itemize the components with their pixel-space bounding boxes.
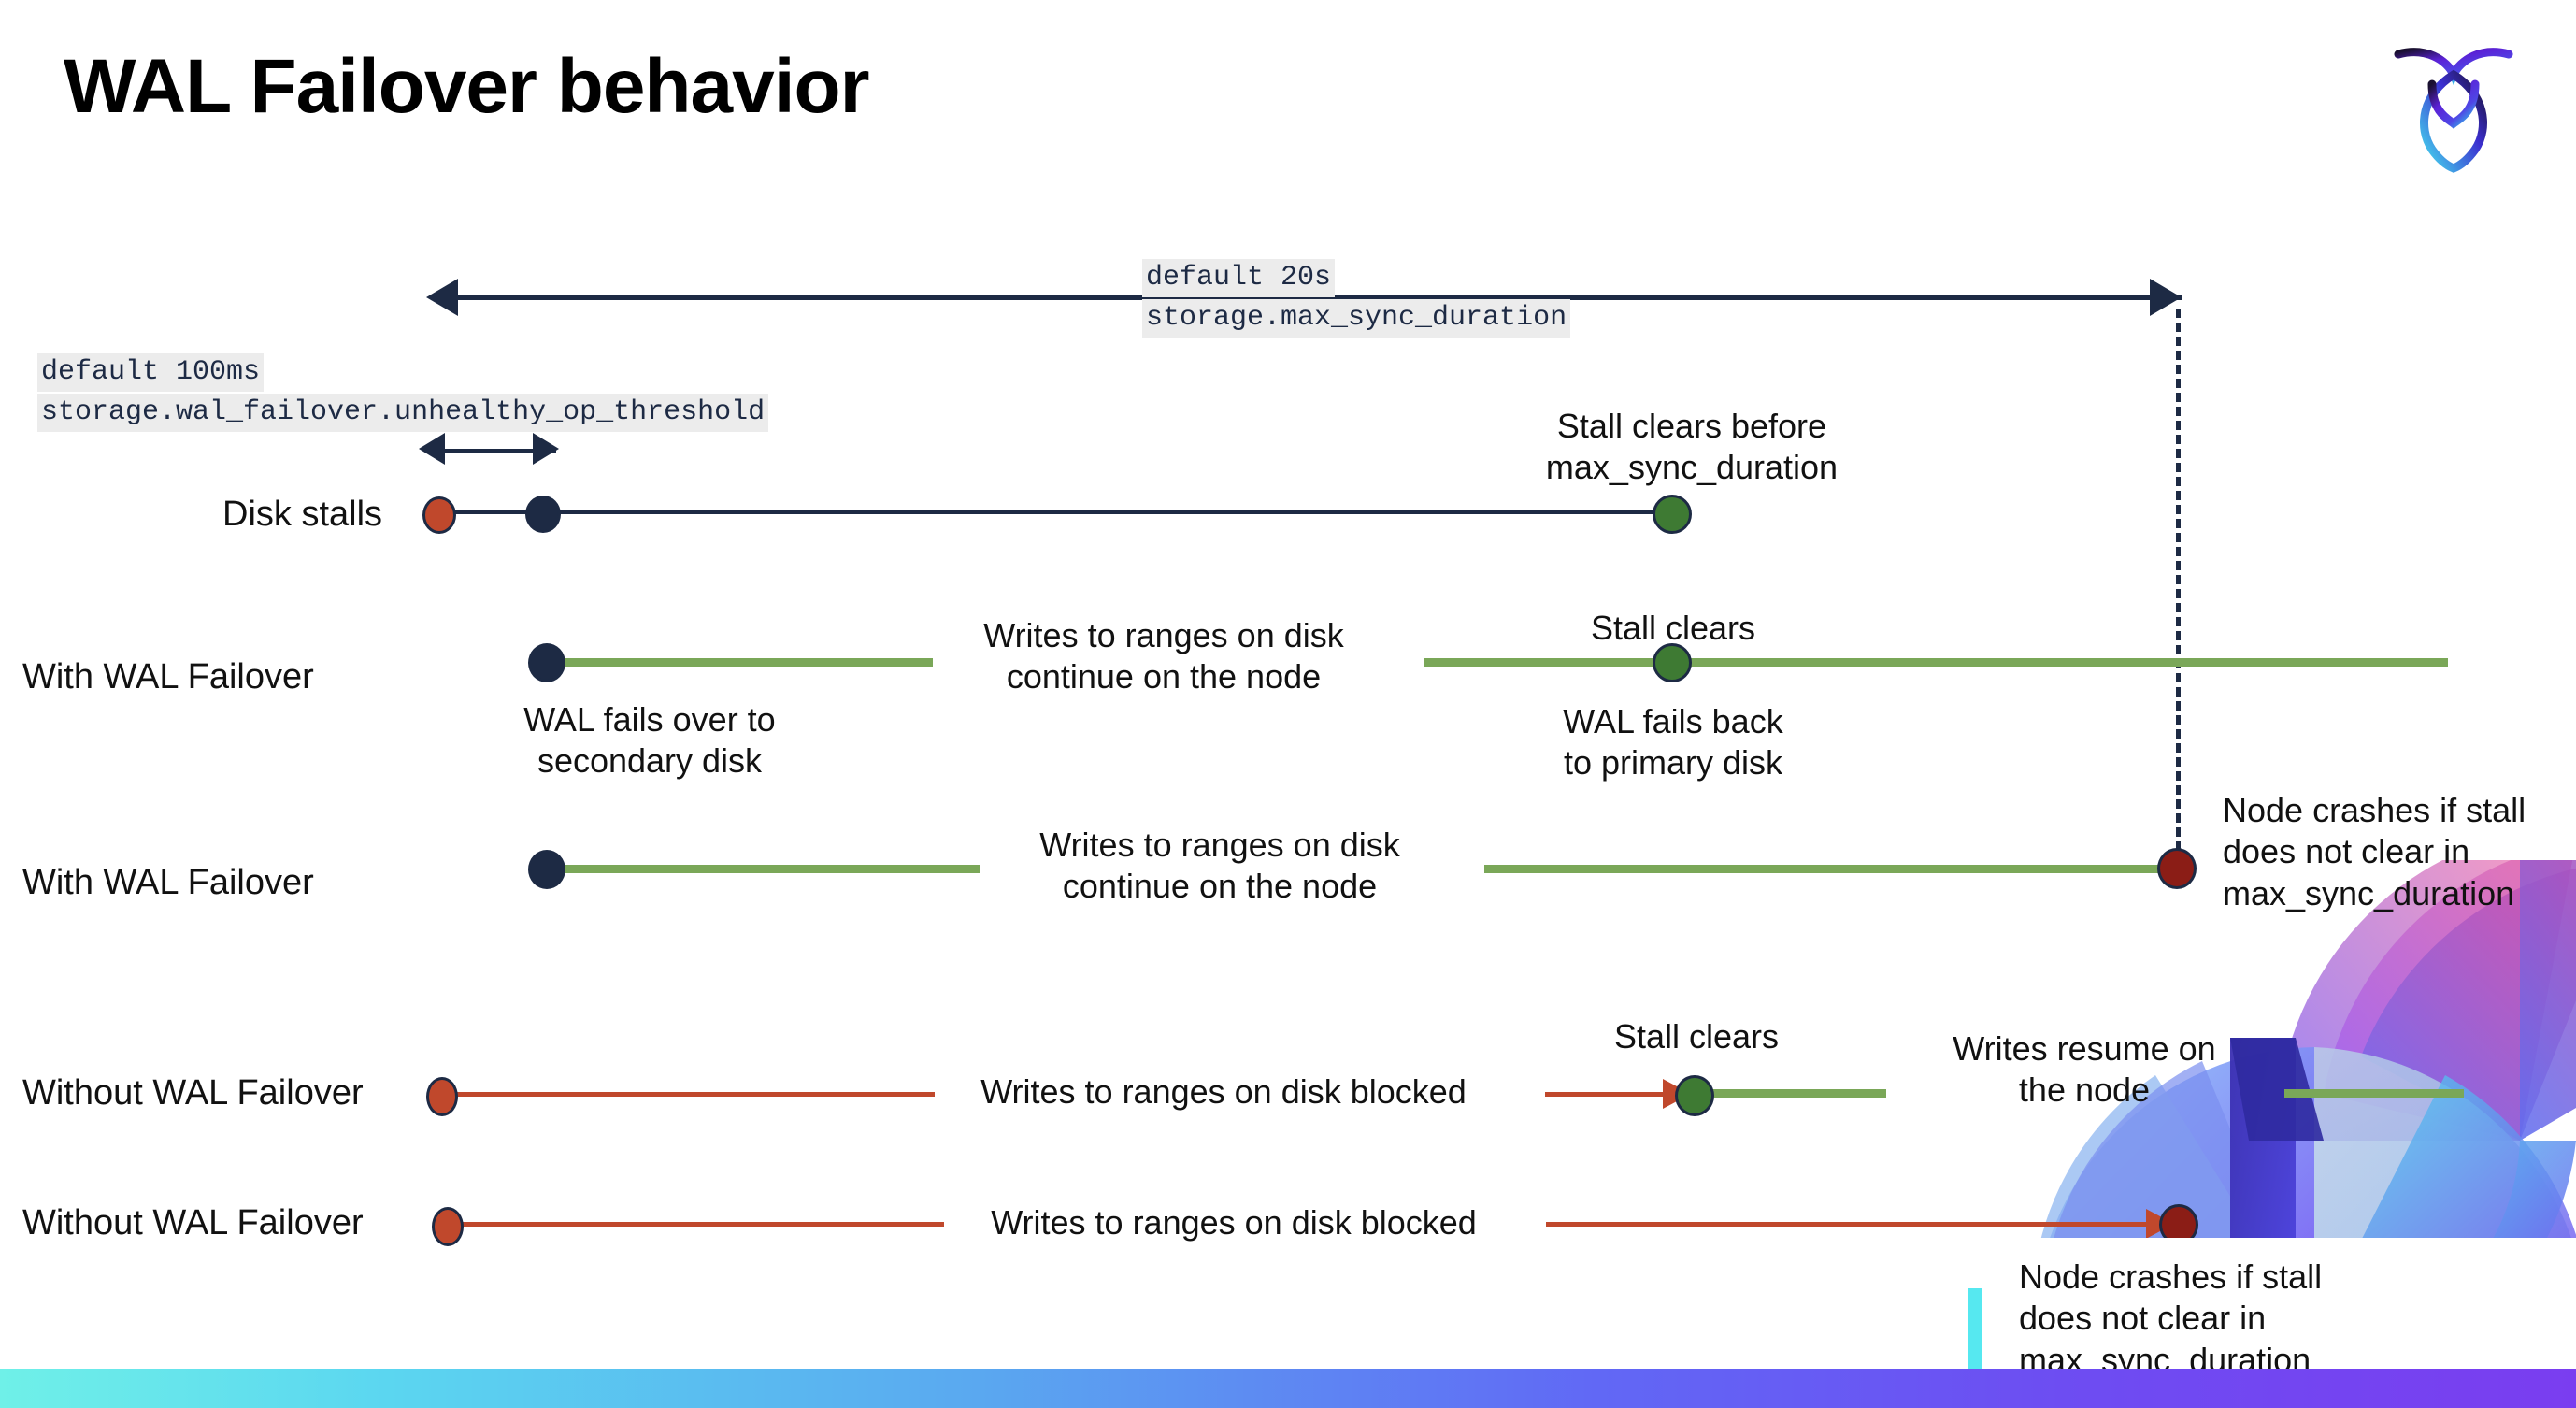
annotation-stall-clears-2: Stall clears [1613,1017,1780,1056]
cockroachdb-logo-icon [2374,26,2533,176]
max-sync-duration-span-line [458,295,2182,300]
without-wal-failover-resume-line-2 [2284,1089,2464,1098]
annotation-writes-blocked-1: Writes to ranges on disk blocked [980,1072,1467,1111]
without-wal-failover-blocked-line-2 [1545,1092,1665,1097]
unhealthy-op-span-line [439,449,556,453]
annotation-writes-continue-2: Writes to ranges on disk continue on the… [1039,826,1400,906]
with-wal-failover-line-segment-1 [559,658,933,667]
without-wal-failover-crash-start-dot [432,1207,464,1246]
unhealthy-op-default-label: default 100ms [37,353,265,392]
with-wal-failover-crash-dot [2157,848,2197,889]
max-sync-setting-name: storage.max_sync_duration [1142,299,1571,338]
disk-stalls-line [437,510,1673,514]
with-wal-failover-clear-dot [1653,643,1692,682]
annotation-node-crashes-2: Node crashes if stall does not clear in … [2019,1257,2323,1379]
with-wal-failover-crash-line-segment-2 [1484,865,2178,873]
annotation-wal-fails-back: WAL fails back to primary disk [1563,702,1783,783]
annotation-writes-continue: Writes to ranges on disk continue on the… [983,616,1344,697]
annotation-wal-fails-over: WAL fails over to secondary disk [523,700,776,781]
disk-stalls-failover-dot [525,496,561,533]
with-wal-failover-line-segment-2 [1424,658,2448,667]
max-sync-arrow-left-icon [426,279,458,316]
unhealthy-op-arrow-left-icon [419,433,445,465]
max-sync-default-label: default 20s [1142,259,1336,297]
annotation-writes-resume: Writes resume on the node [1953,1029,2216,1110]
without-wal-failover-blocked-line-1 [452,1092,935,1097]
row-label-with-wal-failover-clears: With WAL Failover [22,657,314,697]
row-label-without-wal-failover-clears: Without WAL Failover [22,1073,364,1113]
with-wal-failover-failover-dot [528,643,565,682]
without-wal-failover-start-dot [426,1077,458,1116]
bottom-bar-notch [1968,1288,1982,1369]
disk-stalls-clear-dot [1653,495,1692,534]
row-label-with-wal-failover-crash: With WAL Failover [22,863,314,902]
with-wal-failover-crash-failover-dot [528,850,565,889]
node-crashes-callout: Node crashes if stall does not clear in … [1972,1238,2576,1387]
without-wal-failover-clear-dot [1675,1075,1714,1116]
page-title: WAL Failover behavior [64,44,870,129]
disk-stalls-start-dot [422,496,456,534]
annotation-stall-clears: Stall clears [1590,609,1756,647]
annotation-writes-blocked-2: Writes to ranges on disk blocked [991,1203,1477,1242]
without-wal-failover-resume-line-1 [1707,1089,1886,1098]
row-label-disk-stalls: Disk stalls [222,495,383,534]
unhealthy-op-arrow-right-icon [533,433,559,465]
without-wal-failover-crash-line-2 [1546,1222,2148,1227]
max-sync-dashed-connector [2176,309,2181,879]
annotation-stall-clears-before: Stall clears before max_sync_duration [1545,407,1839,487]
with-wal-failover-crash-line-segment-1 [559,865,980,873]
bottom-gradient-bar [0,1369,2576,1408]
row-label-without-wal-failover-crash: Without WAL Failover [22,1203,364,1243]
without-wal-failover-crash-line-1 [458,1222,944,1227]
unhealthy-op-setting-name: storage.wal_failover.unhealthy_op_thresh… [37,394,769,432]
annotation-node-crashes-1: Node crashes if stall does not clear in … [2223,791,2526,912]
